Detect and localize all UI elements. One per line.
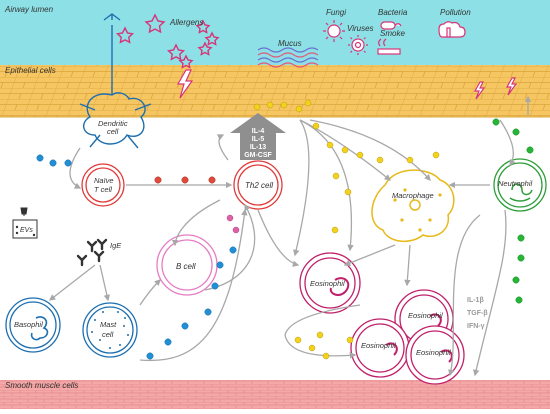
cytokine-il1b: IL-1β <box>467 297 484 304</box>
pink-cytokine-dots <box>226 214 240 234</box>
macrophage-label: Macrophage <box>392 191 434 200</box>
dendritic-cell <box>79 13 152 149</box>
epithelial-cells-label: Epithelial cells <box>5 66 56 75</box>
lightning-icon <box>176 69 518 100</box>
cytokine-gmcsf: GM-CSF <box>244 152 272 159</box>
smooth-muscle-layer <box>0 380 550 409</box>
neutrophil-label: Neutrophil <box>498 179 533 188</box>
mucus-label: Mucus <box>278 39 302 48</box>
smooth-muscle-label: Smooth muscle cells <box>5 381 78 390</box>
yellow-cytokine-dots <box>253 99 440 360</box>
evs-vesicle-icon <box>12 207 38 239</box>
th2-cell <box>233 160 283 210</box>
cytokine-tgfb: TGF-β <box>467 310 488 317</box>
bacteria-label: Bacteria <box>378 8 408 17</box>
pollution-label: Pollution <box>440 8 471 17</box>
green-cytokine-dots <box>492 118 534 304</box>
eosinophil-label-2: Eosinophil <box>408 311 443 320</box>
red-cytokine-dots <box>154 176 216 184</box>
cytokine-il13: IL-13 <box>250 144 266 151</box>
cytokine-il4: IL-4 <box>252 128 265 135</box>
cytokine-ifng: IFN-γ <box>467 323 485 330</box>
ige-label: IgE <box>110 241 122 250</box>
smoke-icon <box>377 38 401 55</box>
blue-cytokine-dots <box>36 154 237 360</box>
fungi-icon <box>323 20 345 42</box>
ige-antibody-icon <box>76 238 108 267</box>
allergen-star-icon <box>115 13 220 69</box>
viruses-label: Viruses <box>347 24 374 33</box>
airway-lumen-label: Airway lumen <box>4 5 54 14</box>
macrophage <box>371 169 455 242</box>
cytokine-arrow <box>230 113 286 160</box>
naive-t-cell <box>81 163 125 207</box>
eosinophil-label-3: Eosinophil <box>361 341 396 350</box>
th2-cell-label: Th2 cell <box>245 181 273 190</box>
smoke-label: Smoke <box>380 29 405 38</box>
mucus-icon <box>257 47 319 68</box>
eosinophil-single <box>299 252 361 314</box>
neutrophil <box>493 158 547 212</box>
bacteria-icon <box>380 21 402 30</box>
basophil <box>5 297 61 353</box>
b-cell <box>156 234 218 296</box>
pathway-arrows <box>48 95 532 377</box>
epithelium-layer <box>0 65 550 117</box>
pollution-cloud-icon <box>438 21 466 38</box>
eosinophil-label-1: Eosinophil <box>310 279 345 288</box>
eosinophil-cluster <box>350 289 465 385</box>
cytokine-il5: IL-5 <box>252 136 265 143</box>
virus-icon <box>348 35 368 55</box>
b-cell-label: B cell <box>176 262 196 271</box>
fungi-label: Fungi <box>326 8 346 17</box>
eosinophil-label-4: Eosinophil <box>416 348 451 357</box>
mast-cell <box>82 302 138 358</box>
basophil-label: Basophil <box>14 320 43 329</box>
evs-label: EVs <box>20 227 33 234</box>
allergens-label: Allergens <box>169 18 203 27</box>
